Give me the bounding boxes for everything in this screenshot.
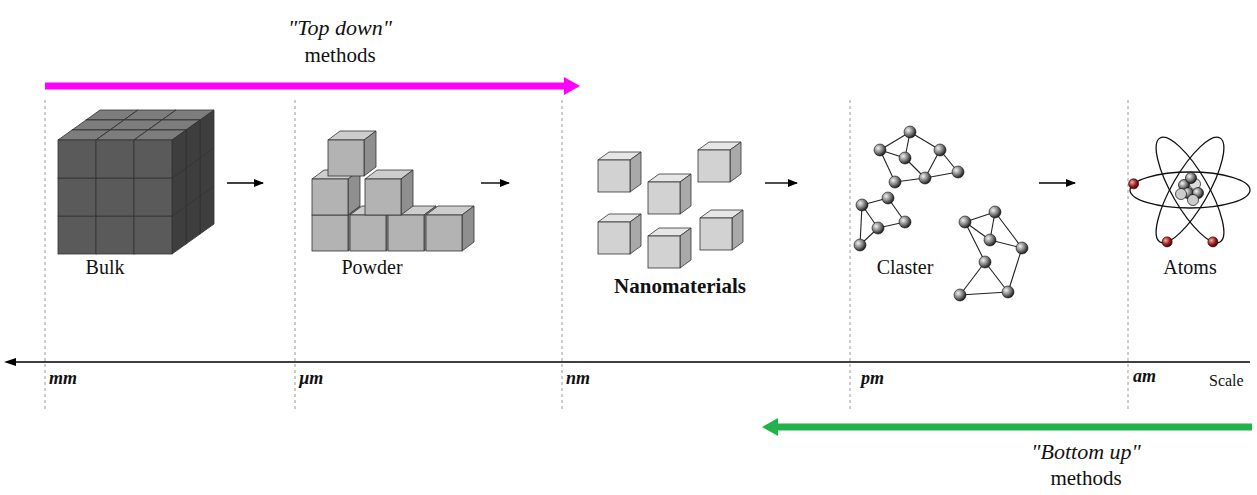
stage-node: Bulk [52,110,224,295]
stage-node: Nanomaterials [512,110,762,310]
method-label: methods [304,44,375,67]
cube [598,152,641,192]
stage-arrow [1039,182,1075,183]
axis-title: Scale [1209,372,1244,390]
bottom-up-arrow [762,418,1252,436]
stage-arrow [227,182,263,183]
cube [648,174,691,214]
cube-illustrations [58,110,743,268]
top-down-arrow [45,77,580,95]
cube [426,206,474,251]
atom-illustration [1129,129,1250,251]
stage-label: Atoms [1163,256,1216,279]
cube [700,210,743,250]
stage-label: Bulk [86,256,125,279]
cube [328,131,376,176]
dashed-dividers [45,100,1128,410]
cube [312,170,360,215]
stage-node: Claster [800,110,1036,310]
cube [598,214,641,254]
cluster-illustration [854,126,1028,301]
method-label: "Top down" [288,16,392,40]
stage-label: Powder [341,256,402,279]
method-label: methods [1050,467,1121,490]
stage-node: Atoms [1078,110,1250,295]
stage-node: Powder [266,110,478,295]
scale-unit: mm [49,369,77,389]
stage-label: Claster [877,256,934,279]
cube [134,130,186,178]
cube [365,170,413,215]
scale-unit: µm [299,369,323,389]
stage-label: Nanomaterials [614,274,746,299]
method-label: "Bottom up" [1031,440,1141,464]
scale-unit: pm [861,369,884,389]
stage-arrow [765,182,797,183]
scale-unit: am [1133,367,1156,387]
stage-arrow [481,182,509,183]
scale-unit: nm [566,369,590,389]
scale-axis [4,358,1250,366]
cube [648,228,691,268]
cube [698,142,741,182]
